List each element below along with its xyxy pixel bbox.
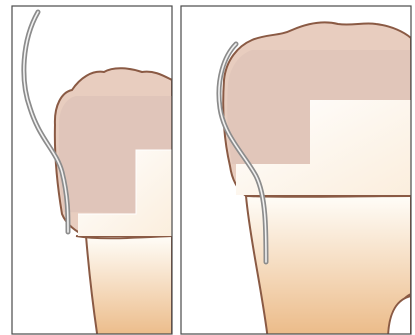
right-panel — [181, 6, 411, 335]
left-panel — [12, 6, 172, 335]
tooth-root — [86, 236, 172, 335]
tooth-root — [246, 196, 411, 335]
cej-line — [246, 196, 411, 197]
